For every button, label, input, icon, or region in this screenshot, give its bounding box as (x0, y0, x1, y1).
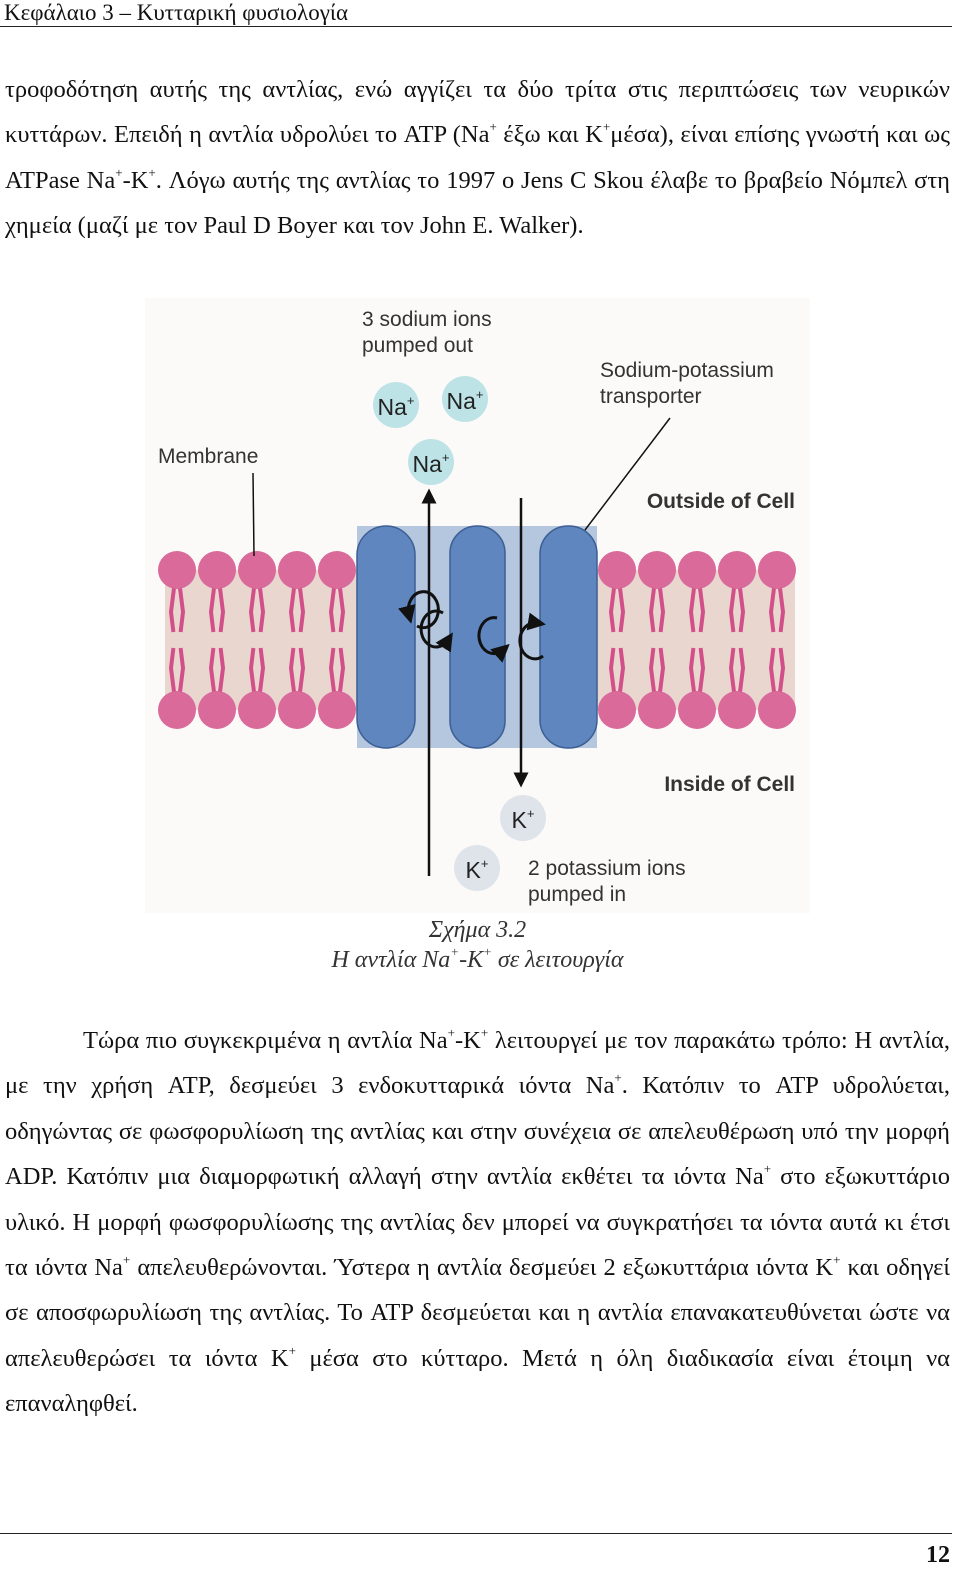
phospholipid (278, 551, 316, 633)
figure-caption-number: Σχήμα 3.2 (428, 917, 527, 943)
phospholipid (598, 647, 636, 729)
header-rule (0, 26, 952, 27)
phospholipid (598, 551, 636, 633)
sodium-out-label: pumped out (362, 334, 473, 357)
paragraph-mechanism: Τώρα πιο συγκεκριμένα η αντλία Na+-K+ λε… (5, 1025, 951, 1418)
paragraph-intro: τροφοδότηση αυτής της αντλίας, ενώ αγγίζ… (5, 76, 951, 240)
sodium-ion-label: Na+ (378, 393, 415, 420)
phospholipid (718, 551, 756, 633)
transporter-subunit (356, 525, 416, 749)
phospholipid (278, 647, 316, 729)
phospholipid (678, 551, 716, 633)
transporter-subunit (539, 525, 598, 749)
phospholipid (758, 551, 796, 633)
sodium-ion-icon (442, 376, 488, 422)
rotation-arrow-icon (419, 609, 453, 653)
potassium-in-label: pumped in (528, 883, 626, 906)
phospholipid (318, 647, 356, 729)
phospholipid (158, 647, 196, 729)
sodium-ion-label: Na+ (413, 450, 450, 477)
figure-caption-title: Η αντλία Na+-K+ σε λειτουργία (331, 944, 624, 973)
phospholipid (638, 551, 676, 633)
rotation-arrow-icon (518, 612, 546, 661)
sodium-ion-icon (373, 382, 419, 428)
membrane-pointer-line (252, 472, 255, 557)
page-number: 12 (926, 1542, 950, 1568)
inside-cell-label: Inside of Cell (664, 773, 795, 796)
potassium-ion-icon (454, 845, 500, 891)
phospholipid (318, 551, 356, 633)
phospholipid (718, 647, 756, 729)
phospholipid (758, 647, 796, 729)
potassium-ion-label: K+ (466, 856, 489, 883)
phospholipid (678, 647, 716, 729)
transporter-label: Sodium-potassium (600, 359, 774, 382)
sodium-ion-icon (408, 439, 454, 485)
rotation-arrow-icon (398, 590, 440, 630)
potassium-in-label: 2 potassium ions (528, 857, 686, 880)
footer-rule (0, 1533, 952, 1534)
phospholipid (238, 647, 276, 729)
sodium-out-label: 3 sodium ions (362, 308, 492, 331)
phospholipid (638, 647, 676, 729)
running-header: Κεφάλαιο 3 – Κυτταρική φυσιολογία (4, 0, 349, 25)
rotation-arrow-icon (477, 616, 510, 663)
phospholipid (158, 551, 196, 633)
sodium-ion-label: Na+ (447, 387, 484, 414)
potassium-ion-label: K+ (512, 806, 535, 833)
lipid-bilayer (158, 551, 796, 729)
membrane-label: Membrane (158, 445, 258, 468)
transporter-pointer-line (584, 417, 671, 531)
transporter-label: transporter (600, 385, 702, 408)
outside-cell-label: Outside of Cell (647, 490, 795, 513)
potassium-ion-icon (500, 795, 546, 841)
phospholipid (198, 551, 236, 633)
phospholipid (238, 551, 276, 633)
phospholipid (198, 647, 236, 729)
sodium-potassium-pump-diagram: Na+ Na+ Na+ K+ K+ 3 sodium ions pumped o… (145, 298, 810, 913)
